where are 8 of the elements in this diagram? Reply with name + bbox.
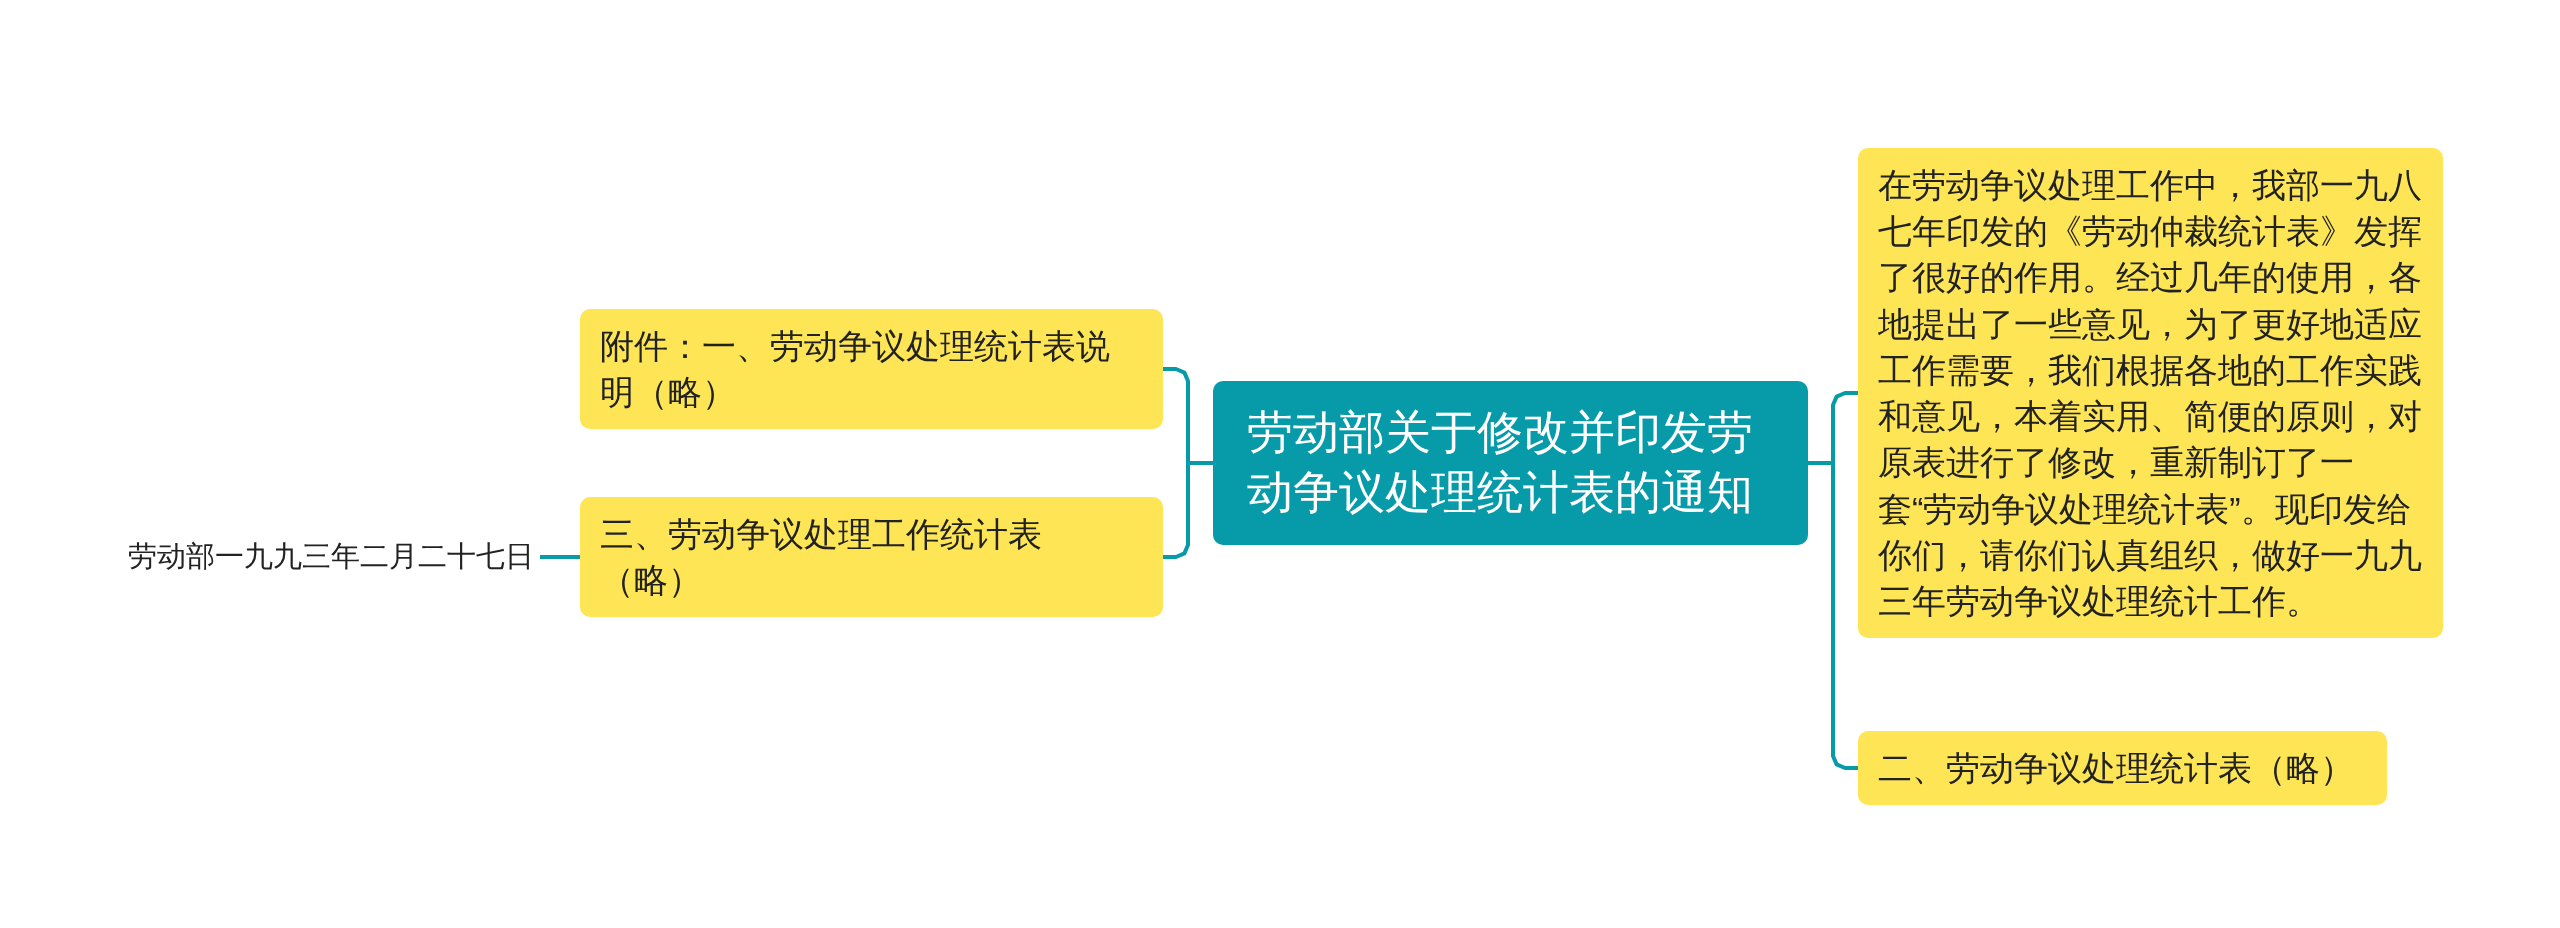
central-topic-box: 劳动部关于修改并印发劳动争议处理统计表的通知 — [1213, 381, 1808, 545]
connector-line — [540, 555, 580, 559]
date-text: 劳动部一九九三年二月二十七日 — [122, 534, 540, 580]
topic-box: 附件：一、劳动争议处理统计表说明（略） — [580, 309, 1163, 430]
topic-box: 在劳动争议处理工作中，我部一九八七年印发的《劳动仲裁统计表》发挥了很好的作用。经过几年的使用，各地提出了一些意见，为了更好地适应工作需要，我们根据各地的工作实践和意见，本着实用、简便的原则，对原表进行了修改，重新制订了一套“劳动争议处理统计表”。现印发给你们，请你们认真组织，做好一九九三年劳动争议处理统计工作。 — [1858, 148, 2443, 639]
topic-box: 三、劳动争议处理工作统计表（略） — [580, 497, 1163, 618]
topic-box: 二、劳动争议处理统计表（略） — [1858, 731, 2387, 806]
connector-line — [1163, 461, 1213, 559]
